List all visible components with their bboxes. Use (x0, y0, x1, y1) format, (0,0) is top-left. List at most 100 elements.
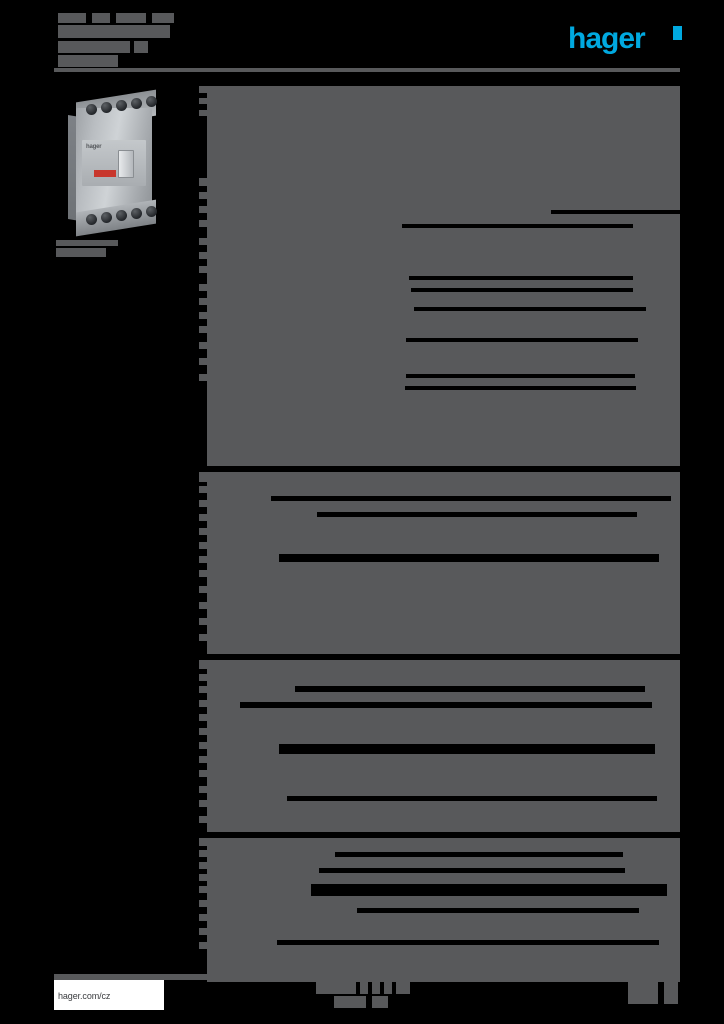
spec-row-separator (240, 702, 652, 708)
redacted-caption-line (56, 248, 106, 257)
spec-row-separator (406, 338, 638, 342)
spec-row-label-redacted (199, 266, 210, 273)
page-footer: hager.com/cz (0, 966, 724, 1024)
terminal-icon (116, 210, 127, 221)
spec-row-label-redacted (199, 674, 210, 681)
spec-row-label-redacted (199, 514, 210, 521)
spec-row-separator (414, 307, 646, 311)
spec-section (207, 654, 680, 660)
spec-row-label-redacted (199, 542, 210, 549)
spec-row-label-redacted (199, 298, 210, 305)
footer-divider (54, 974, 680, 980)
spec-row-separator (277, 940, 659, 945)
spec-row-separator (295, 686, 645, 692)
redacted-footer-text (384, 980, 392, 994)
spec-row-label-redacted (199, 486, 210, 493)
redacted-text-line (116, 13, 146, 23)
redacted-text-line (58, 13, 86, 23)
redacted-text-line (58, 25, 170, 38)
hager-logo: hager (568, 22, 682, 55)
spec-row-label-redacted (199, 374, 210, 381)
redacted-page-number (628, 982, 658, 1004)
spec-row-label-redacted (199, 110, 211, 116)
spec-row-label-redacted (199, 220, 210, 227)
redacted-text-line (58, 41, 130, 53)
spec-row-label-redacted (199, 342, 210, 349)
spec-row-label-redacted (199, 700, 210, 707)
redacted-footer-text (372, 980, 380, 994)
spec-row-label-redacted (199, 358, 210, 365)
spec-row-label-redacted (199, 472, 233, 482)
spec-row-label-redacted (199, 928, 210, 935)
spec-row-separator (287, 796, 657, 801)
spec-row-label-redacted (199, 874, 210, 881)
spec-row-separator (311, 884, 667, 896)
specification-block (199, 86, 687, 982)
spec-row-label-redacted (199, 886, 210, 893)
spec-row-label-redacted (199, 800, 210, 807)
spec-section (207, 832, 680, 838)
spec-section (207, 176, 687, 466)
spec-row-separator (357, 908, 639, 913)
header-divider (54, 68, 680, 72)
spec-row-separator (271, 496, 671, 501)
redacted-text-line (152, 13, 174, 23)
terminal-icon (86, 104, 97, 115)
spec-row-label-redacted (199, 528, 210, 535)
redacted-text-line (134, 41, 148, 53)
redacted-footer-text (316, 980, 356, 994)
spec-row-separator (279, 554, 659, 562)
specification-table (199, 86, 687, 982)
breaker-toggle-handle (118, 150, 134, 178)
spec-section (207, 86, 680, 176)
spec-row-label-redacted (199, 86, 221, 93)
spec-section (207, 660, 680, 832)
spec-row-label-redacted (199, 742, 210, 749)
spec-row-label-redacted (199, 618, 210, 625)
spec-section (207, 466, 680, 472)
footer-url-link[interactable]: hager.com/cz (58, 991, 111, 1001)
spec-row-separator (335, 852, 623, 857)
spec-row-label-redacted (199, 192, 210, 199)
terminal-icon (86, 214, 97, 225)
spec-row-separator (411, 288, 633, 292)
spec-row-label-redacted (199, 238, 210, 245)
spec-row-label-redacted (199, 634, 210, 641)
footer-url-box[interactable]: hager.com/cz (54, 980, 164, 1010)
spec-row-label-redacted (199, 556, 210, 563)
spec-row-label-redacted (199, 206, 210, 213)
spec-row-separator (319, 868, 625, 873)
page-header: hager (0, 0, 724, 72)
spec-row-label-redacted (199, 586, 210, 593)
spec-row-label-redacted (199, 838, 251, 846)
hager-logo-wordmark: hager (568, 22, 646, 55)
breaker-brand-mark: hager (86, 144, 102, 150)
spec-row-label-redacted (199, 660, 239, 669)
spec-row-label-redacted (199, 178, 223, 186)
circuit-breaker-illustration: hager (68, 89, 166, 237)
spec-row-label-redacted (199, 500, 210, 507)
spec-row-separator (409, 276, 633, 280)
redacted-footer-text (396, 980, 410, 994)
spec-row-label-redacted (199, 602, 210, 609)
redacted-text-line (58, 55, 118, 67)
spec-row-label-redacted (199, 816, 210, 823)
redacted-page-number (664, 982, 678, 1004)
terminal-icon (131, 208, 142, 219)
breaker-trip-indicator (94, 170, 116, 177)
product-panel: hager (56, 86, 182, 257)
spec-row-label-redacted (199, 686, 210, 693)
redacted-text-line (92, 13, 110, 23)
spec-row-label-redacted (199, 98, 211, 104)
spec-row-separator (406, 374, 635, 378)
terminal-icon (101, 212, 112, 223)
spec-row-separator (279, 744, 655, 754)
redacted-footer-text (372, 996, 388, 1008)
spec-row-label-redacted (199, 756, 210, 763)
terminal-icon (146, 96, 157, 107)
spec-row-label-redacted (199, 326, 210, 333)
terminal-icon (146, 206, 157, 217)
spec-row-separator (317, 512, 637, 517)
spec-row-separator (402, 224, 633, 228)
